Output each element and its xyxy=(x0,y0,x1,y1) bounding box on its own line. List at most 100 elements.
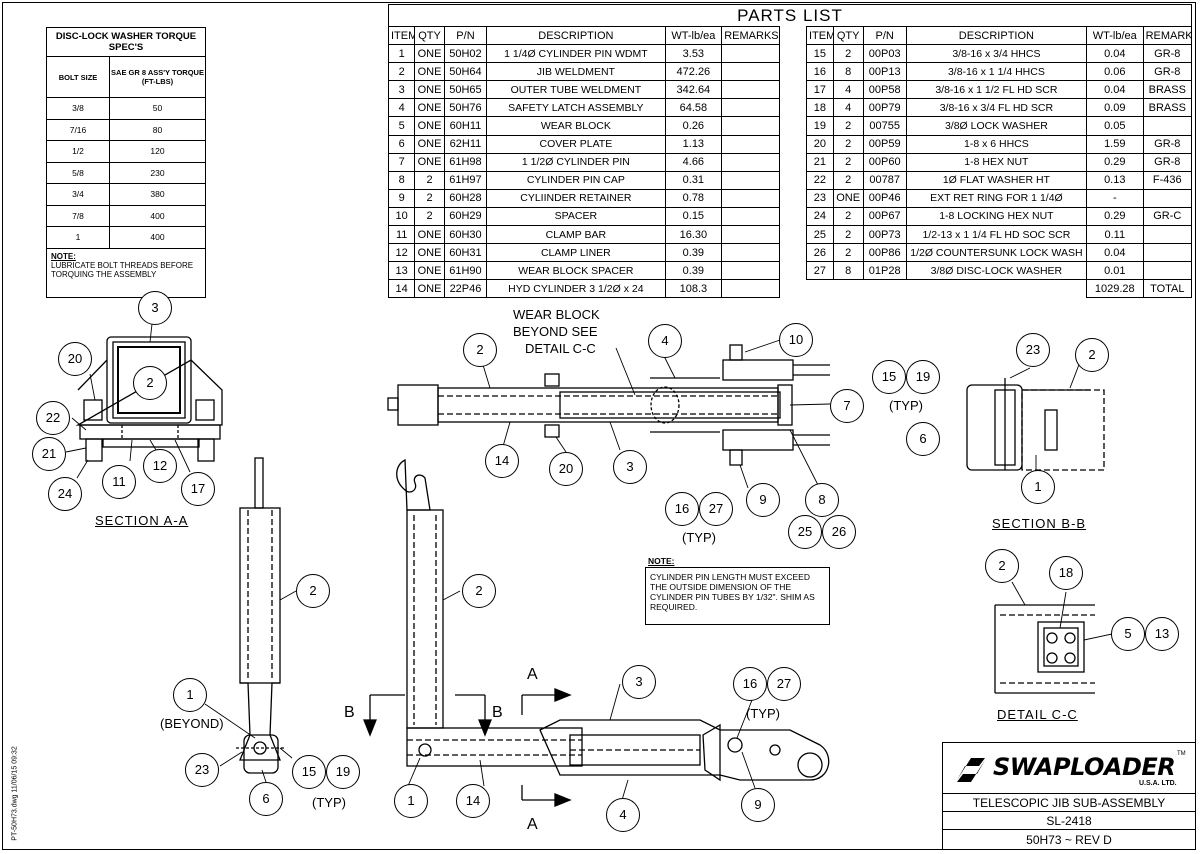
typ-label-top: (TYP) xyxy=(682,530,716,545)
remarks xyxy=(721,116,780,136)
item-number: 24 xyxy=(806,206,834,227)
item-number: 5 xyxy=(387,116,416,136)
balloon-item-5: 5 xyxy=(1111,617,1145,651)
description: SPACER xyxy=(486,206,666,227)
item-number: 23 xyxy=(806,188,834,208)
item-number: 13 xyxy=(387,261,416,281)
balloon-item-2: 2 xyxy=(133,366,167,400)
blank-cell xyxy=(906,279,1087,298)
parts-col-header: REMARKS xyxy=(721,25,780,46)
balloon-item-10: 10 xyxy=(779,323,813,357)
quantity: ONE xyxy=(414,62,445,82)
cylinder-pin-note: CYLINDER PIN LENGTH MUST EXCEED THE OUTS… xyxy=(645,567,830,625)
description: 1Ø FLAT WASHER HT xyxy=(905,170,1087,190)
item-number: 25 xyxy=(806,225,834,245)
typ-label-front: (TYP) xyxy=(746,706,780,721)
quantity: ONE xyxy=(414,225,445,245)
description: 3/8Ø LOCK WASHER xyxy=(905,116,1087,136)
balloon-item-2: 2 xyxy=(463,333,497,367)
description: 1-8 LOCKING HEX NUT xyxy=(905,206,1087,227)
part-number: 00P79 xyxy=(862,98,907,118)
blank-cell xyxy=(863,279,907,298)
weight: 0.01 xyxy=(1085,261,1144,281)
quantity: ONE xyxy=(414,44,445,64)
balloon-item-18: 18 xyxy=(1049,556,1083,590)
weight: 0.15 xyxy=(664,206,723,227)
weight: 0.05 xyxy=(1085,116,1144,136)
balloon-item-20: 20 xyxy=(58,342,92,376)
balloon-item-16: 16 xyxy=(665,492,699,526)
weight: 4.66 xyxy=(664,152,723,172)
balloon-item-8: 8 xyxy=(805,483,839,517)
balloon-item-11: 11 xyxy=(102,465,136,499)
description: SAFETY LATCH ASSEMBLY xyxy=(486,98,666,118)
balloon-item-23: 23 xyxy=(185,753,219,787)
balloon-item-27: 27 xyxy=(699,492,733,526)
description: CLAMP BAR xyxy=(486,225,666,245)
quantity: 2 xyxy=(414,188,445,208)
balloon-item-3: 3 xyxy=(138,291,172,325)
balloon-item-2: 2 xyxy=(985,549,1019,583)
balloon-item-3: 3 xyxy=(613,450,647,484)
balloon-item-24: 24 xyxy=(48,477,82,511)
part-number: 00P67 xyxy=(862,206,907,227)
item-number: 18 xyxy=(806,98,834,118)
quantity: 2 xyxy=(414,206,445,227)
item-number: 1 xyxy=(387,44,416,64)
drawing-title: TELESCOPIC JIB SUB-ASSEMBLY xyxy=(943,793,1195,812)
drawing-number: SL-2418 xyxy=(943,811,1195,830)
part-number: 00P59 xyxy=(862,134,907,154)
torque-col-torque: SAE GR 8 ASS'Y TORQUE (FT-LBS) xyxy=(109,56,206,98)
part-number: 00P60 xyxy=(862,152,907,172)
section-bb-label: SECTION B-B xyxy=(992,516,1087,531)
total-label: TOTAL xyxy=(1142,279,1193,299)
description: EXT RET RING FOR 1 1/4Ø xyxy=(905,188,1087,208)
brand-sub: U.S.A. LTD. xyxy=(1139,780,1177,787)
quantity: ONE xyxy=(414,116,445,136)
part-number: 61H98 xyxy=(443,152,488,172)
torque-value: 50 xyxy=(109,97,206,120)
quantity: ONE xyxy=(832,188,864,208)
balloon-item-12: 12 xyxy=(143,449,177,483)
part-number: 22P46 xyxy=(443,279,488,299)
weight: 0.29 xyxy=(1085,206,1144,227)
beyond-label: (BEYOND) xyxy=(160,716,224,731)
balloon-item-1: 1 xyxy=(1021,470,1055,504)
balloon-item-22: 22 xyxy=(36,401,70,435)
section-aa-label: SECTION A-A xyxy=(95,513,189,528)
brand-tm: TM xyxy=(1177,751,1186,757)
balloon-item-6: 6 xyxy=(906,422,940,456)
description: 1 1/4Ø CYLINDER PIN WDMT xyxy=(486,44,666,64)
part-revision: 50H73 ~ REV D xyxy=(943,829,1195,850)
section-arrow-a-top: A xyxy=(527,666,538,683)
weight: 108.3 xyxy=(664,279,723,299)
remarks xyxy=(721,279,780,299)
description: HYD CYLINDER 3 1/2Ø x 24 xyxy=(486,279,666,299)
remarks xyxy=(721,44,780,64)
brand-name: SWAPLOADER xyxy=(993,753,1176,781)
balloon-item-15: 15 xyxy=(872,360,906,394)
part-number: 00P46 xyxy=(862,188,907,208)
part-number: 50H65 xyxy=(443,80,488,100)
description: JIB WELDMENT xyxy=(486,62,666,82)
remarks xyxy=(1142,225,1193,245)
parts-col-header: ITEM xyxy=(387,25,416,46)
part-number: 60H28 xyxy=(443,188,488,208)
typ-label-left: (TYP) xyxy=(312,795,346,810)
part-number: 60H11 xyxy=(443,116,488,136)
part-number: 00787 xyxy=(862,170,907,190)
remarks: GR-C xyxy=(1142,206,1193,227)
section-bb-view xyxy=(966,378,1105,471)
balloon-item-2: 2 xyxy=(1075,338,1109,372)
balloon-item-4: 4 xyxy=(606,798,640,832)
